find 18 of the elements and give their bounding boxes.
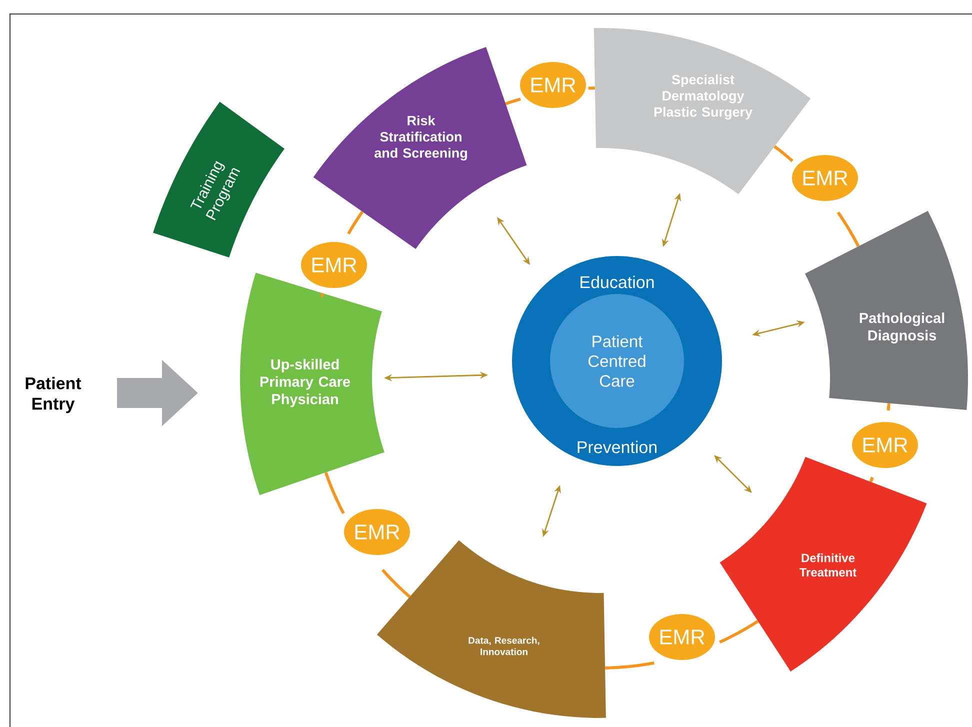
connector-line: [505, 98, 522, 106]
sector-box: Definitive Treatment: [720, 456, 927, 672]
connector-line: [324, 472, 345, 514]
connector-line: [774, 145, 794, 162]
entry-label: Patient Entry: [26, 376, 82, 414]
sector-box: Data, Research, Innovation: [376, 540, 606, 718]
connector-line: [869, 476, 874, 483]
connector-line: [587, 86, 596, 90]
connector-line: [605, 661, 654, 670]
sector-box: Risk Stratification and Screening: [313, 47, 527, 249]
sector-box: Pathological Diagnosis: [804, 210, 968, 410]
connector-line: [886, 402, 890, 412]
connector-line: [381, 568, 411, 598]
connector-line: [719, 620, 759, 644]
sector-box: Up-skilled Primary Care Physician: [240, 272, 384, 496]
connector-line: [320, 292, 324, 298]
connector-line: [836, 211, 860, 248]
connector-line: [347, 210, 364, 235]
